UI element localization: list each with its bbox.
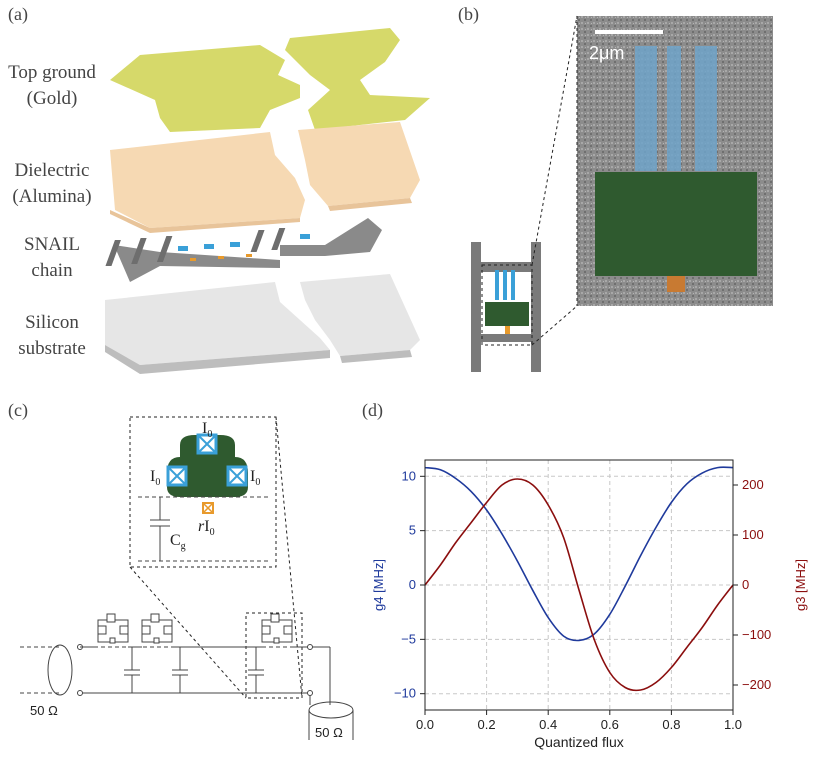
x-tick-label: 0.4 — [539, 717, 557, 732]
alumina-layer — [110, 122, 420, 233]
junction-strip-1 — [635, 46, 657, 171]
snail-chain-symbol — [80, 619, 310, 693]
panel-label-a: (a) — [8, 4, 28, 24]
scalebar-label: 2μm — [589, 43, 624, 63]
y-tick-label-left: −5 — [401, 631, 416, 646]
port-left — [47, 644, 73, 696]
y-tick-label-right: 200 — [742, 477, 764, 492]
zoom-source-box — [245, 612, 303, 699]
x-tick-label: 0.2 — [478, 717, 496, 732]
label-capacitor: Cg — [170, 532, 186, 552]
label-small-junction: rI0 — [198, 518, 215, 538]
layer-label-gold: Top ground(Gold) — [8, 62, 96, 109]
snail-chain — [105, 218, 382, 282]
schematic-right-rail — [531, 242, 541, 372]
circuit-diagram: I0 I0 I0 rI0 Cg — [20, 416, 354, 740]
g3-series-line — [424, 478, 734, 692]
y-axis-label-left: g4 [MHz] — [371, 559, 386, 611]
snail-junction-marks — [97, 613, 293, 644]
impedance-right: 50 Ω — [315, 725, 343, 740]
y-tick-label-left: 5 — [409, 523, 416, 538]
junction-strip-2 — [667, 46, 681, 171]
port-right — [308, 701, 354, 719]
impedance-left: 50 Ω — [30, 703, 58, 718]
y-tick-label-left: 10 — [402, 468, 416, 483]
panel-label-d: (d) — [362, 400, 383, 420]
small-junction — [667, 276, 685, 292]
label-current-right: I0 — [250, 468, 260, 488]
green-pad — [595, 172, 757, 276]
x-tick-label: 0.6 — [601, 717, 619, 732]
y-tick-label-right: −200 — [742, 677, 771, 692]
x-axis-label: Quantized flux — [534, 734, 624, 750]
panel-label-b: (b) — [458, 4, 479, 24]
sem-panel: 2μm — [471, 15, 773, 372]
junction-strip-3 — [695, 46, 717, 171]
x-tick-label: 0.0 — [416, 717, 434, 732]
schematic-left-rail — [471, 242, 481, 372]
y-tick-label-left: 0 — [409, 577, 416, 592]
y-tick-label-right: 0 — [742, 577, 749, 592]
zoom-box — [129, 416, 277, 568]
layer-stack-illustration — [105, 28, 430, 374]
scalebar — [595, 30, 663, 34]
chart-series — [424, 466, 734, 692]
layer-label-alumina: Dielectric(Alumina) — [12, 160, 92, 207]
label-current-left: I0 — [150, 468, 160, 488]
g4-series-line — [424, 466, 734, 642]
x-tick-label: 0.8 — [662, 717, 680, 732]
chart-ticks: 0.0 0.2 0.4 0.6 0.8 1.0 10 5 0 −5 −10 200 100 0 −100 −2… — [394, 468, 771, 732]
gold-layer — [110, 28, 430, 132]
panel-label-c: (c) — [8, 400, 28, 420]
y-tick-label-right: 100 — [742, 527, 764, 542]
y-axis-label-right: g3 [MHz] — [793, 559, 808, 611]
silicon-layer — [105, 274, 420, 374]
y-tick-label-left: −10 — [394, 686, 416, 701]
x-tick-label: 1.0 — [724, 717, 742, 732]
g3-g4-chart: 0.0 0.2 0.4 0.6 0.8 1.0 10 5 0 −5 −10 200 100 0 −100 −2… — [371, 459, 808, 750]
chart-grid — [424, 460, 734, 710]
y-tick-label-right: −100 — [742, 627, 771, 642]
label-current-top: I0 — [202, 420, 212, 440]
